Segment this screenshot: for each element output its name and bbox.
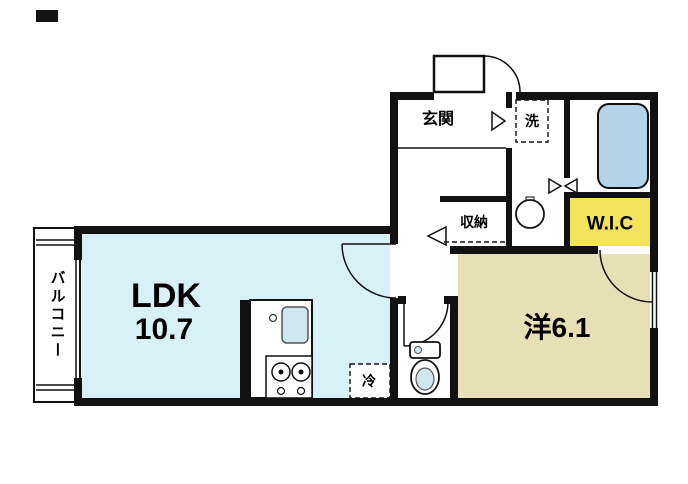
wall-segment	[74, 398, 658, 406]
wall-segment	[450, 246, 598, 254]
balcony-label: バルコニー	[48, 270, 66, 360]
door-markers	[426, 110, 578, 247]
wall-segment	[564, 192, 570, 254]
wall-segment	[506, 92, 512, 108]
corner-mark	[36, 10, 58, 22]
doors	[341, 54, 653, 347]
wall-segment	[650, 92, 658, 254]
ldk-room-area	[82, 234, 390, 398]
storage-label: 収納	[460, 214, 488, 230]
wall-segment	[570, 192, 650, 198]
wall-segment	[450, 296, 458, 406]
refrigerator-space	[349, 363, 391, 399]
toilet-handle-icon	[414, 346, 422, 354]
entrance-door-leaf	[432, 54, 486, 94]
bedroom-door-arc	[599, 249, 653, 303]
wic-label: W.I.C	[586, 213, 634, 235]
stove-knob-icon	[276, 386, 286, 396]
fixtures	[249, 103, 649, 399]
wall-segment	[390, 226, 398, 244]
wall-segment	[390, 298, 398, 406]
washer-space	[515, 99, 549, 143]
western-room-label: 洋6.1	[523, 312, 591, 343]
wall-segment	[516, 92, 658, 100]
refrigerator-label: 冷	[362, 373, 376, 389]
door-triangle-icon	[563, 177, 578, 195]
wall-segment	[444, 296, 458, 304]
balcony-railing-marks	[36, 239, 78, 391]
ldk-door-arc	[341, 243, 397, 299]
wall-segment	[74, 226, 82, 260]
windows	[75, 260, 658, 378]
door-triangle-icon	[548, 177, 563, 195]
wall-segment	[398, 296, 406, 304]
toilet-bowl-inner	[415, 367, 435, 391]
wall-segment	[650, 254, 658, 272]
wall-segment	[74, 226, 398, 234]
toilet-tank-icon	[409, 341, 441, 359]
toilet-door-arc	[403, 301, 449, 347]
wic-area	[570, 198, 650, 246]
kitchen-sink-icon	[281, 306, 309, 344]
washbasin-icon	[515, 199, 545, 229]
wall-segment	[74, 378, 82, 406]
wall-segment	[390, 100, 398, 226]
wall-segment	[650, 328, 658, 406]
entrance-label: 玄関	[421, 111, 455, 128]
kitchen-partition-wall	[240, 300, 250, 398]
door-triangle-icon	[426, 225, 447, 247]
kitchen-faucet-icon	[268, 313, 278, 323]
dashed-marks	[349, 99, 549, 399]
wall-segment	[440, 196, 512, 202]
laundry-label: 洗	[525, 113, 539, 129]
stove-burner-dot	[298, 369, 304, 375]
ldk-size-label: 10.7	[134, 313, 194, 346]
stove-knob-icon	[296, 386, 306, 396]
door-triangle-icon	[491, 110, 507, 132]
walls	[36, 10, 658, 406]
wall-segment	[564, 100, 570, 178]
ldk-label: LDK	[131, 277, 201, 315]
western-room-area	[458, 254, 650, 398]
entrance-door-arc	[483, 55, 521, 93]
wall-segment	[390, 92, 434, 100]
bathtub-icon	[597, 103, 649, 189]
room-fills	[82, 198, 650, 398]
stove-burner-dot	[278, 369, 284, 375]
